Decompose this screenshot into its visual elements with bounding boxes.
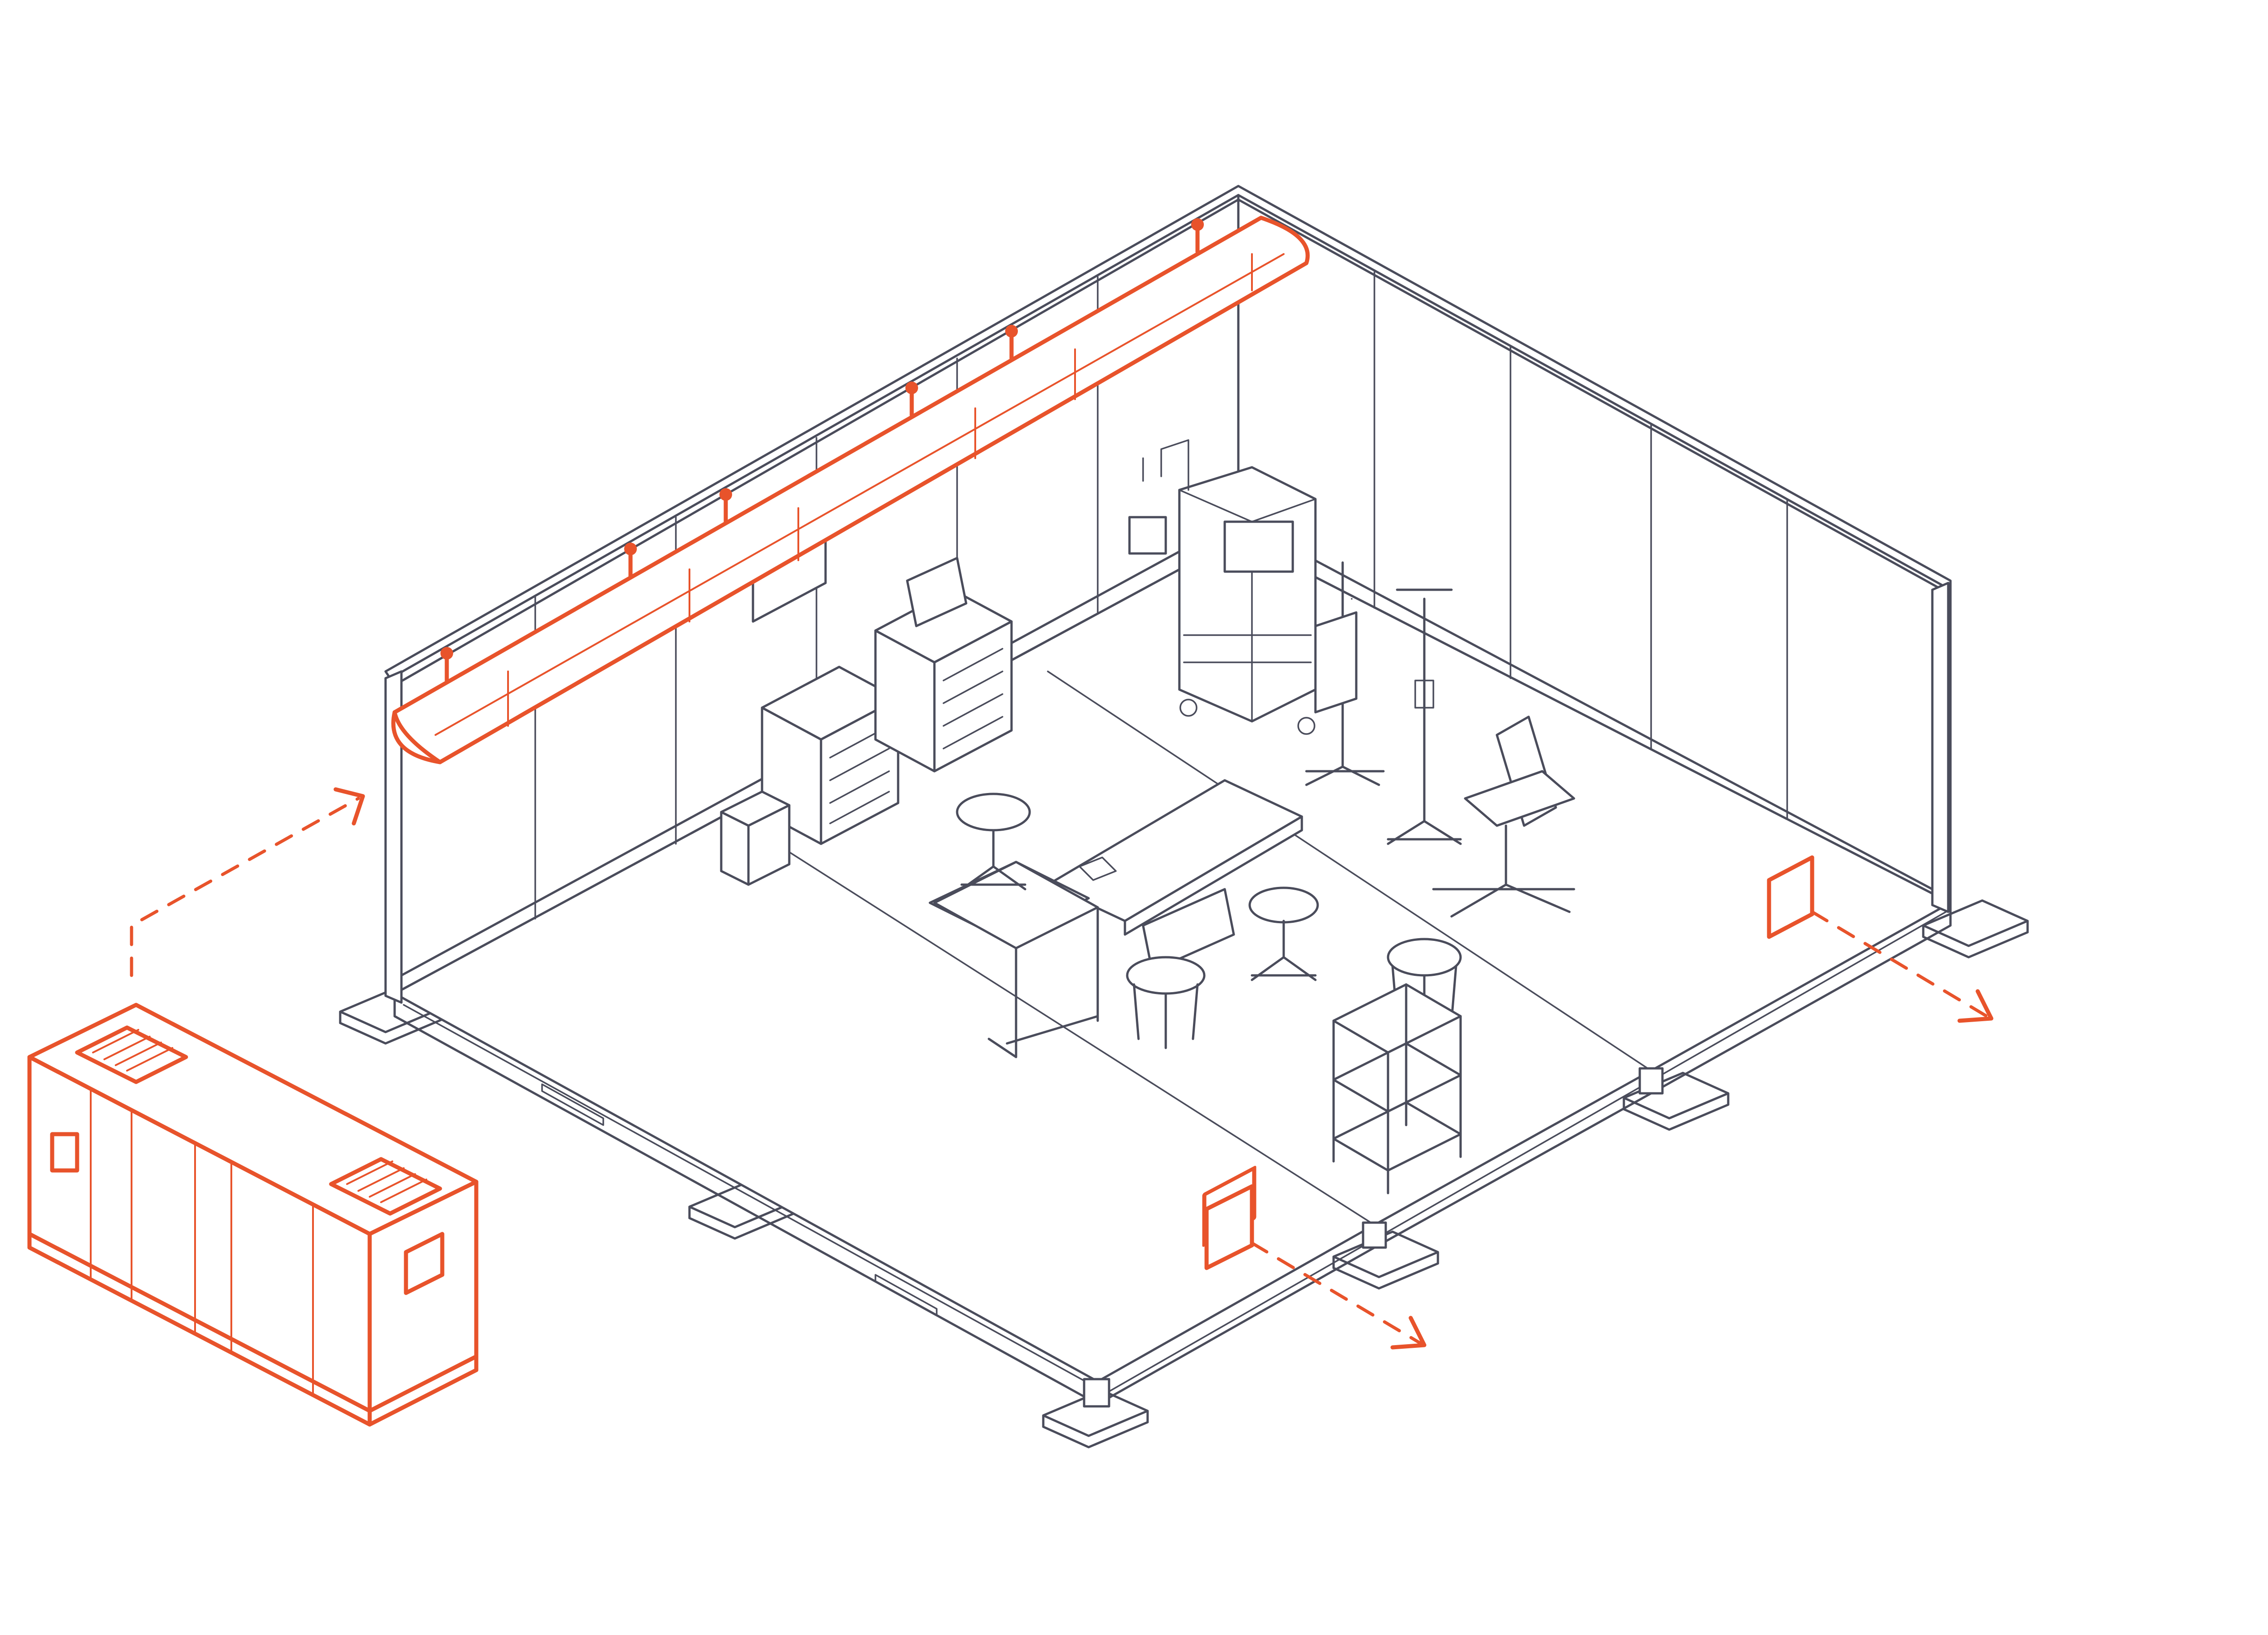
ceiling-air-diffuser (391, 215, 1310, 764)
vitals-monitor (1128, 516, 1167, 555)
surgical-stool (1248, 886, 1319, 981)
air-handling-unit (27, 1003, 479, 1427)
exhaust-grille-right (1767, 855, 1814, 939)
corner-post-left (384, 670, 403, 1004)
floor-seams (761, 598, 1652, 1226)
corner-block (1083, 1378, 1110, 1408)
slab-slots (541, 1083, 938, 1317)
corner-post-right (1931, 582, 1950, 913)
drawer-cabinet (761, 666, 899, 845)
exhaust-airflow-arrow-right (1810, 910, 1994, 1023)
drawer-cabinet (874, 557, 1013, 773)
ahu-exhaust-grille (329, 1157, 442, 1216)
diffuser-hangers (440, 218, 1204, 683)
ahu-access-panel (50, 1132, 79, 1173)
ahu-intake-grille (75, 1025, 188, 1084)
gas-outlet-panel (1314, 611, 1358, 714)
surgical-stool (956, 793, 1031, 891)
iv-stand (1305, 561, 1385, 786)
wall-panel-seams-left (534, 276, 1099, 920)
wall-panel-seams-right (1374, 271, 1788, 820)
back-right-wall (1237, 194, 1952, 904)
kick-bucket (1126, 956, 1206, 1049)
suction-unit (720, 790, 791, 886)
surgeon-chair (1432, 715, 1575, 918)
patient-monitor (906, 557, 968, 627)
ventilator-screen (1223, 520, 1294, 573)
exhaust-airflow-arrow-front (1250, 1241, 1427, 1350)
table-base (1142, 888, 1235, 972)
exhaust-grille-front (1204, 1184, 1254, 1270)
iv-stand (1387, 588, 1462, 845)
anesthesia-machine (1128, 439, 1317, 735)
ahu-side-louvre (404, 1232, 445, 1295)
supply-airflow-arrow (130, 787, 365, 977)
instrument-trolley (1332, 983, 1462, 1194)
ahu-side (367, 1180, 479, 1427)
